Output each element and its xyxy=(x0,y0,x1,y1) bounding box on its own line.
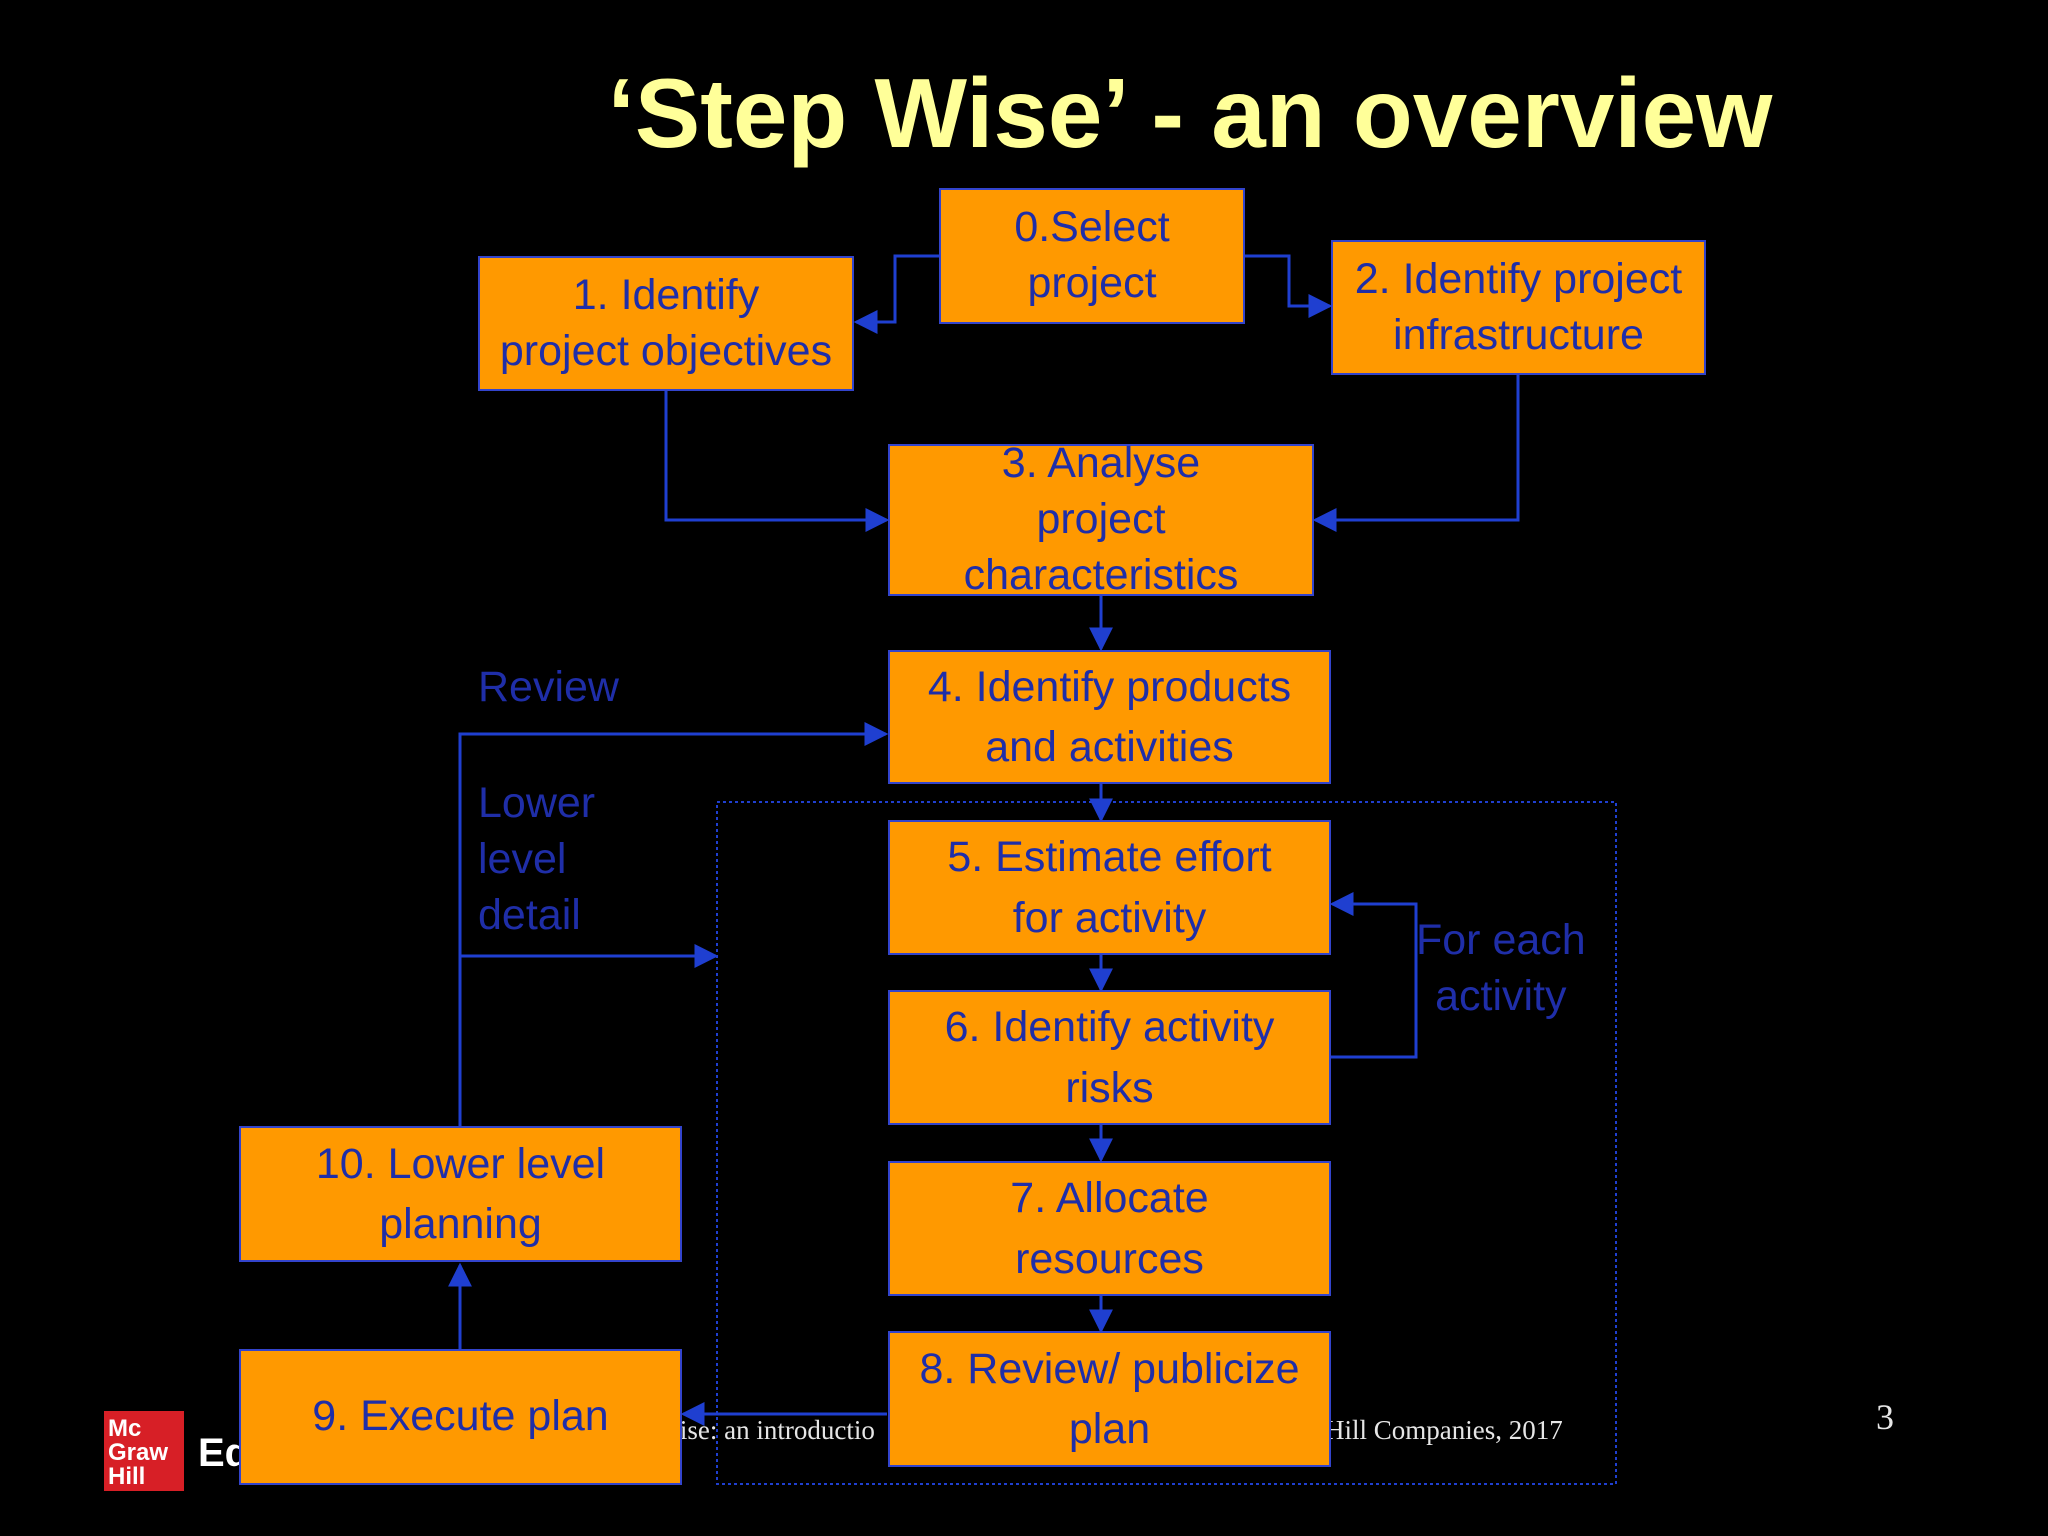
mcgraw-hill-logo: Mc Graw Hill xyxy=(104,1411,184,1491)
step-0-select-project: 0.Select project xyxy=(939,188,1245,324)
step-5-estimate-effort: 5. Estimate effort for activity xyxy=(888,820,1331,955)
page-number: 3 xyxy=(1876,1397,1894,1437)
for-each-activity-label: For each activity xyxy=(1416,916,1586,1020)
arrow-1-to-3 xyxy=(664,391,890,532)
step-2-identify-infrastructure: 2. Identify project infrastructure xyxy=(1331,240,1706,375)
step-7-allocate-resources: 7. Allocate resources xyxy=(888,1161,1331,1296)
lower-level-detail-label: Lower level detail xyxy=(478,779,596,939)
step-10-lower-level-planning: 10. Lower level planning xyxy=(239,1126,682,1262)
slide-title: ‘Step Wise’ - an overview xyxy=(607,58,1773,168)
arrow-0-to-1 xyxy=(853,254,939,334)
activity-loop-frame xyxy=(716,801,1617,1485)
footer-left-fragment: Vise: an introductio xyxy=(662,1415,875,1445)
footer-right-fragment: Hill Companies, 2017 xyxy=(1325,1415,1563,1445)
arrow-2-to-3 xyxy=(1312,375,1520,532)
step-9-execute-plan: 9. Execute plan xyxy=(239,1349,682,1485)
step-1-identify-objectives: 1. Identify project objectives xyxy=(478,256,854,391)
arrow-0-to-2 xyxy=(1245,254,1333,318)
arrow-10-to-4-review xyxy=(458,722,889,1126)
step-6-identify-risks: 6. Identify activity risks xyxy=(888,990,1331,1125)
step-8-review-publicize: 8. Review/ publicize plan xyxy=(888,1331,1331,1467)
step-3-analyse-characteristics: 3. Analyse project characteristics xyxy=(888,439,1314,599)
review-label: Review xyxy=(478,663,619,711)
step-4-identify-products: 4. Identify products and activities xyxy=(888,650,1331,784)
arrow-for-each-loop xyxy=(1329,892,1418,1059)
